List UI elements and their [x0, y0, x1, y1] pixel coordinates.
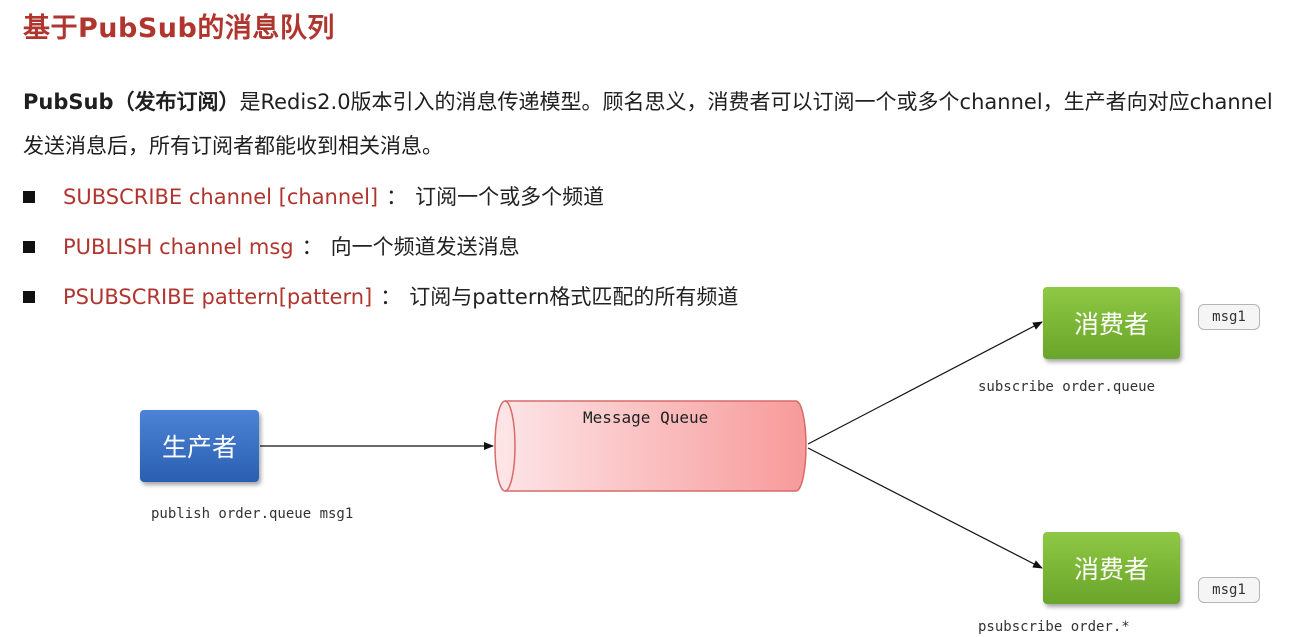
message-badge-bottom: msg1: [1198, 577, 1260, 603]
command-name: PUBLISH channel msg: [63, 235, 294, 259]
consumer-node-bottom: 消费者: [1043, 532, 1180, 604]
command-name: SUBSCRIBE channel [channel]: [63, 185, 379, 209]
message-queue-label: Message Queue: [583, 408, 709, 427]
subscribe-arrow: [807, 321, 1043, 445]
command-separator: ：: [301, 235, 323, 259]
square-bullet-icon: [23, 191, 35, 203]
command-description: 订阅一个或多个频道: [415, 185, 605, 209]
list-item: PSUBSCRIBE pattern[pattern] ： 订阅与pattern…: [23, 272, 738, 322]
consumer-node-top: 消费者: [1043, 287, 1180, 359]
command-description: 订阅与pattern格式匹配的所有频道: [409, 285, 739, 309]
intro-paragraph: PubSub（发布订阅）是Redis2.0版本引入的消息传递模型。顾名思义，消费…: [23, 80, 1285, 168]
command-name: PSUBSCRIBE pattern[pattern]: [63, 285, 373, 309]
command-list: SUBSCRIBE channel [channel] ： 订阅一个或多个频道 …: [23, 172, 738, 322]
list-item: SUBSCRIBE channel [channel] ： 订阅一个或多个频道: [23, 172, 738, 222]
psubscribe-arrow: [807, 447, 1043, 569]
square-bullet-icon: [23, 291, 35, 303]
subscribe-command-label: subscribe order.queue: [978, 379, 1156, 395]
command-description: 向一个频道发送消息: [330, 235, 520, 259]
publish-command-label: publish order.queue msg1: [151, 506, 354, 522]
psubscribe-command-label: psubscribe order.*: [978, 619, 1130, 635]
producer-node: 生产者: [140, 410, 259, 482]
command-separator: ：: [380, 285, 402, 309]
message-badge-top: msg1: [1198, 304, 1260, 330]
square-bullet-icon: [23, 241, 35, 253]
page-title: 基于PubSub的消息队列: [23, 13, 335, 44]
list-item: PUBLISH channel msg ： 向一个频道发送消息: [23, 222, 738, 272]
command-separator: ：: [386, 185, 408, 209]
intro-strong: PubSub（发布订阅）: [23, 90, 240, 114]
message-queue-cylinder: [494, 400, 807, 492]
intro-text: 是Redis2.0版本引入的消息传递模型。顾名思义，消费者可以订阅一个或多个ch…: [23, 90, 1273, 158]
